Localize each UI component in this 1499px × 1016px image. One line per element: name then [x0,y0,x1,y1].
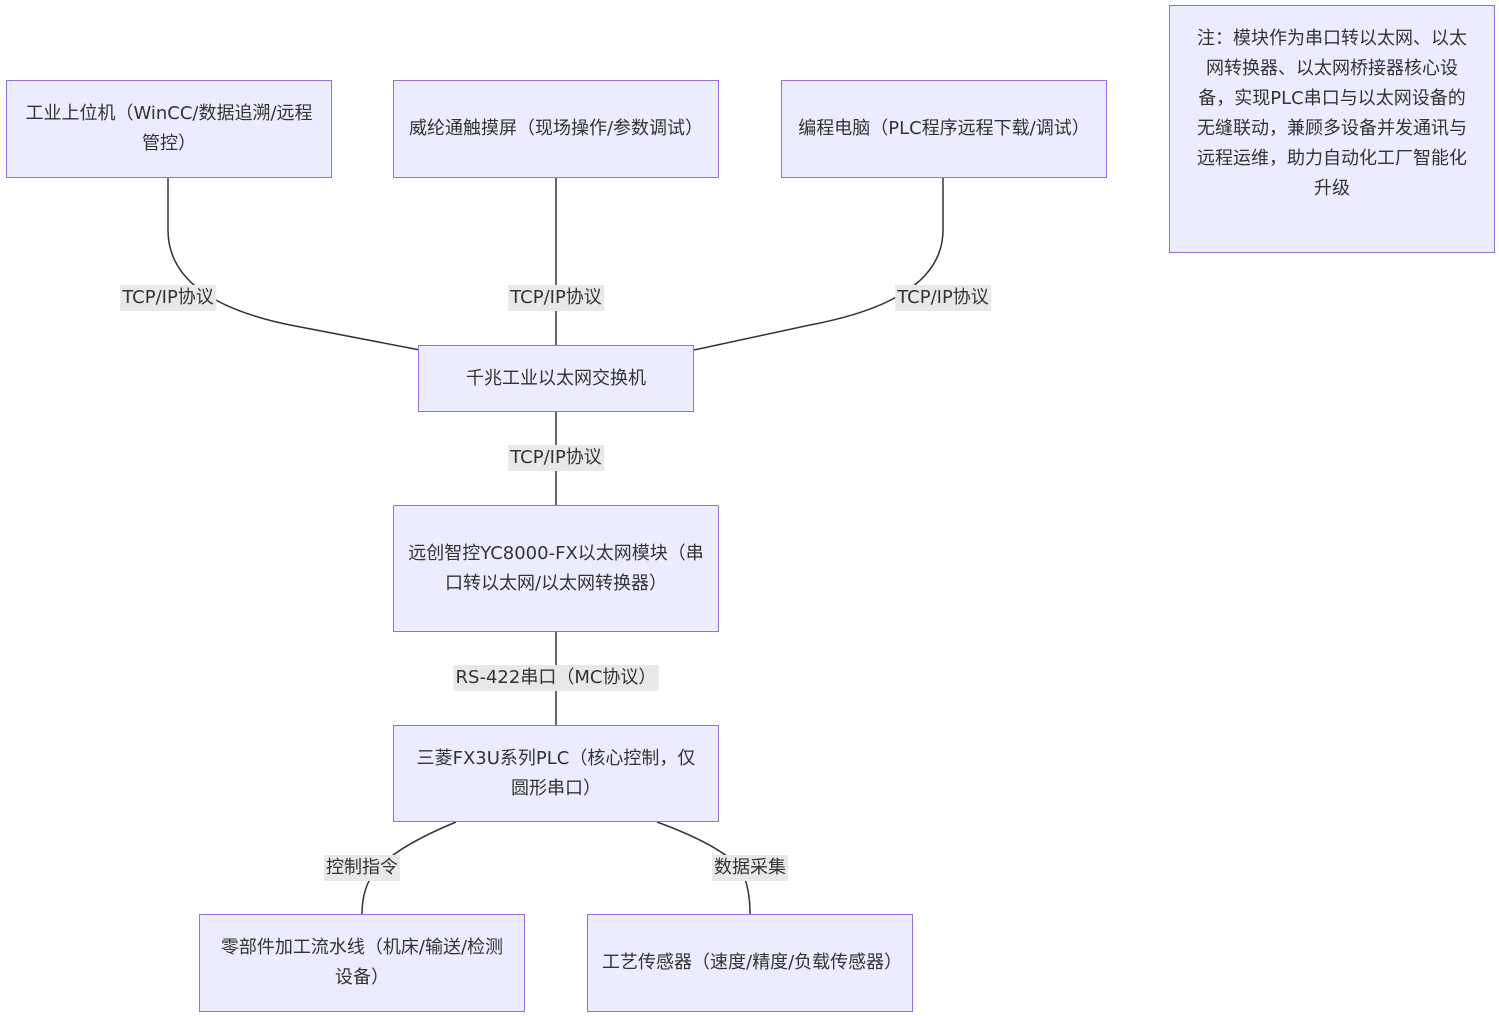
node-line-label: 零部件加工流水线（机床/输送/检测设备） [220,937,504,988]
node-programming-pc: 编程电脑（PLC程序远程下载/调试） [781,80,1107,178]
node-plc-label: 三菱FX3U系列PLC（核心控制，仅圆形串口） [416,747,696,799]
node-upper-pc-label: 工业上位机（WinCC/数据追溯/远程管控） [25,103,313,154]
edge-upper-pc-switch [167,178,421,351]
edge-label-plc-sensor: 数据采集 [712,855,788,881]
node-plc: 三菱FX3U系列PLC（核心控制，仅圆形串口） [393,725,719,822]
edge-label-hmi-switch: TCP/IP协议 [508,285,604,311]
node-switch-label: 千兆工业以太网交换机 [466,367,646,389]
node-switch: 千兆工业以太网交换机 [418,345,694,412]
node-module-label: 远创智控YC8000-FX以太网模块（串口转以太网/以太网转换器） [408,542,704,594]
node-programming-pc-label: 编程电脑（PLC程序远程下载/调试） [798,118,1090,139]
edge-label-plc-line: 控制指令 [324,855,400,881]
edge-label-programming-pc-switch: TCP/IP协议 [895,285,991,311]
node-module: 远创智控YC8000-FX以太网模块（串口转以太网/以太网转换器） [393,505,719,632]
node-line: 零部件加工流水线（机床/输送/检测设备） [199,914,525,1012]
node-hmi-label: 威纶通触摸屏（现场操作/参数调试） [408,118,704,139]
node-hmi: 威纶通触摸屏（现场操作/参数调试） [393,80,719,178]
node-sensor: 工艺传感器（速度/精度/负载传感器） [587,914,913,1012]
edge-label-upper-pc-switch: TCP/IP协议 [120,285,216,311]
edge-label-module-plc: RS-422串口（MC协议） [453,665,659,691]
edge-label-switch-module: TCP/IP协议 [508,445,604,471]
node-upper-pc: 工业上位机（WinCC/数据追溯/远程管控） [6,80,332,178]
note-text: 注：模块作为串口转以太网、以太网转换器、以太网桥接器核心设备，实现PLC串口与以… [1197,28,1467,199]
node-sensor-label: 工艺传感器（速度/精度/负载传感器） [602,952,903,973]
note-box: 注：模块作为串口转以太网、以太网转换器、以太网桥接器核心设备，实现PLC串口与以… [1169,5,1495,253]
edge-programming-pc-switch [693,178,944,351]
